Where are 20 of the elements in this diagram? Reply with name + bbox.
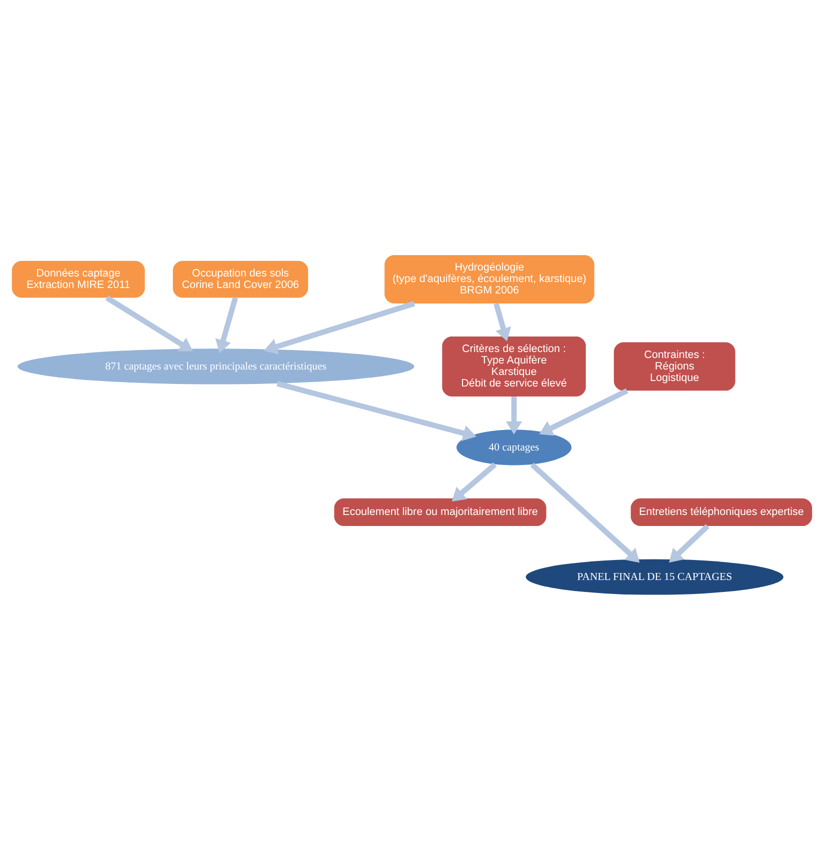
arrow (264, 301, 416, 354)
arrow (539, 388, 628, 436)
arrow (506, 396, 522, 435)
arrow (530, 462, 640, 563)
arrow (669, 524, 710, 563)
node-box: Entretiens téléphoniques expertise (630, 498, 812, 526)
node-box: Hydrogéologie (type d'aquifères, écoulement, karstique) BRGM 2006 (384, 255, 594, 304)
arrow (494, 302, 512, 342)
node-box: Critères de sélection : Type Aquifère Karstique Débit de service élevé (442, 336, 586, 396)
node-box: Données captage Extraction MIRE 2011 (12, 260, 145, 298)
node-ellipse: 40 captages (456, 430, 572, 466)
arrow (215, 297, 238, 354)
node-box: Occupation des sols Corine Land Cover 2006 (172, 260, 308, 298)
node-ellipse: 871 captages avec leurs principales caractéristiques (18, 348, 414, 384)
arrow (105, 296, 193, 352)
node-box: Ecoulement libre ou majoritairement libre (334, 498, 546, 526)
arrow (452, 462, 497, 502)
node-ellipse: PANEL FINAL DE 15 CAPTAGES (526, 559, 784, 595)
node-box: Contraintes : Régions Logistique (614, 342, 736, 391)
arrow (276, 381, 476, 442)
